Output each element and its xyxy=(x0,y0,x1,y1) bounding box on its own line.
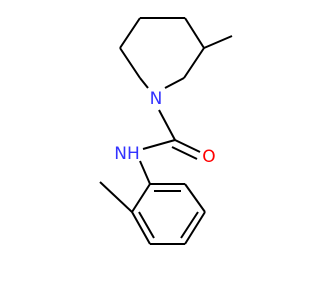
bond-ar-1-2 xyxy=(131,183,151,213)
bond-nh-phenyl xyxy=(139,160,151,185)
bond-ar-inner-2 xyxy=(180,211,199,239)
bond-carbonyl-o-2 xyxy=(171,146,198,160)
atom-label-carbonyl-oxygen: O xyxy=(202,147,215,167)
bond-carbonyl-o-1 xyxy=(174,139,201,153)
atom-label-ring-nitrogen: N xyxy=(150,89,163,109)
bond-ar-methyl xyxy=(99,181,133,213)
bond-ring-c3-c4 xyxy=(184,17,205,49)
bond-n-carbonyl xyxy=(158,109,176,141)
bond-ar-4-5 xyxy=(184,211,206,245)
bond-ring-n-c2 xyxy=(164,77,185,89)
bond-ring-c7-n xyxy=(139,77,149,89)
atom-labels: N NH O xyxy=(114,89,215,167)
bonds xyxy=(99,17,233,245)
atom-label-amide-nh: NH xyxy=(114,144,140,164)
bond-ar-5-6 xyxy=(184,183,206,213)
bond-ring-c6-c7 xyxy=(119,47,141,79)
bond-ar-inner-3 xyxy=(138,211,155,239)
bond-ring-c2-c3 xyxy=(183,47,205,79)
molecule-structure: N NH O xyxy=(0,0,300,300)
background xyxy=(0,0,300,300)
bond-carbonyl-nh xyxy=(142,139,176,150)
bond-ring-methyl xyxy=(203,35,233,49)
bond-ar-2-3 xyxy=(131,211,151,245)
bond-ring-c5-c6 xyxy=(119,17,141,49)
